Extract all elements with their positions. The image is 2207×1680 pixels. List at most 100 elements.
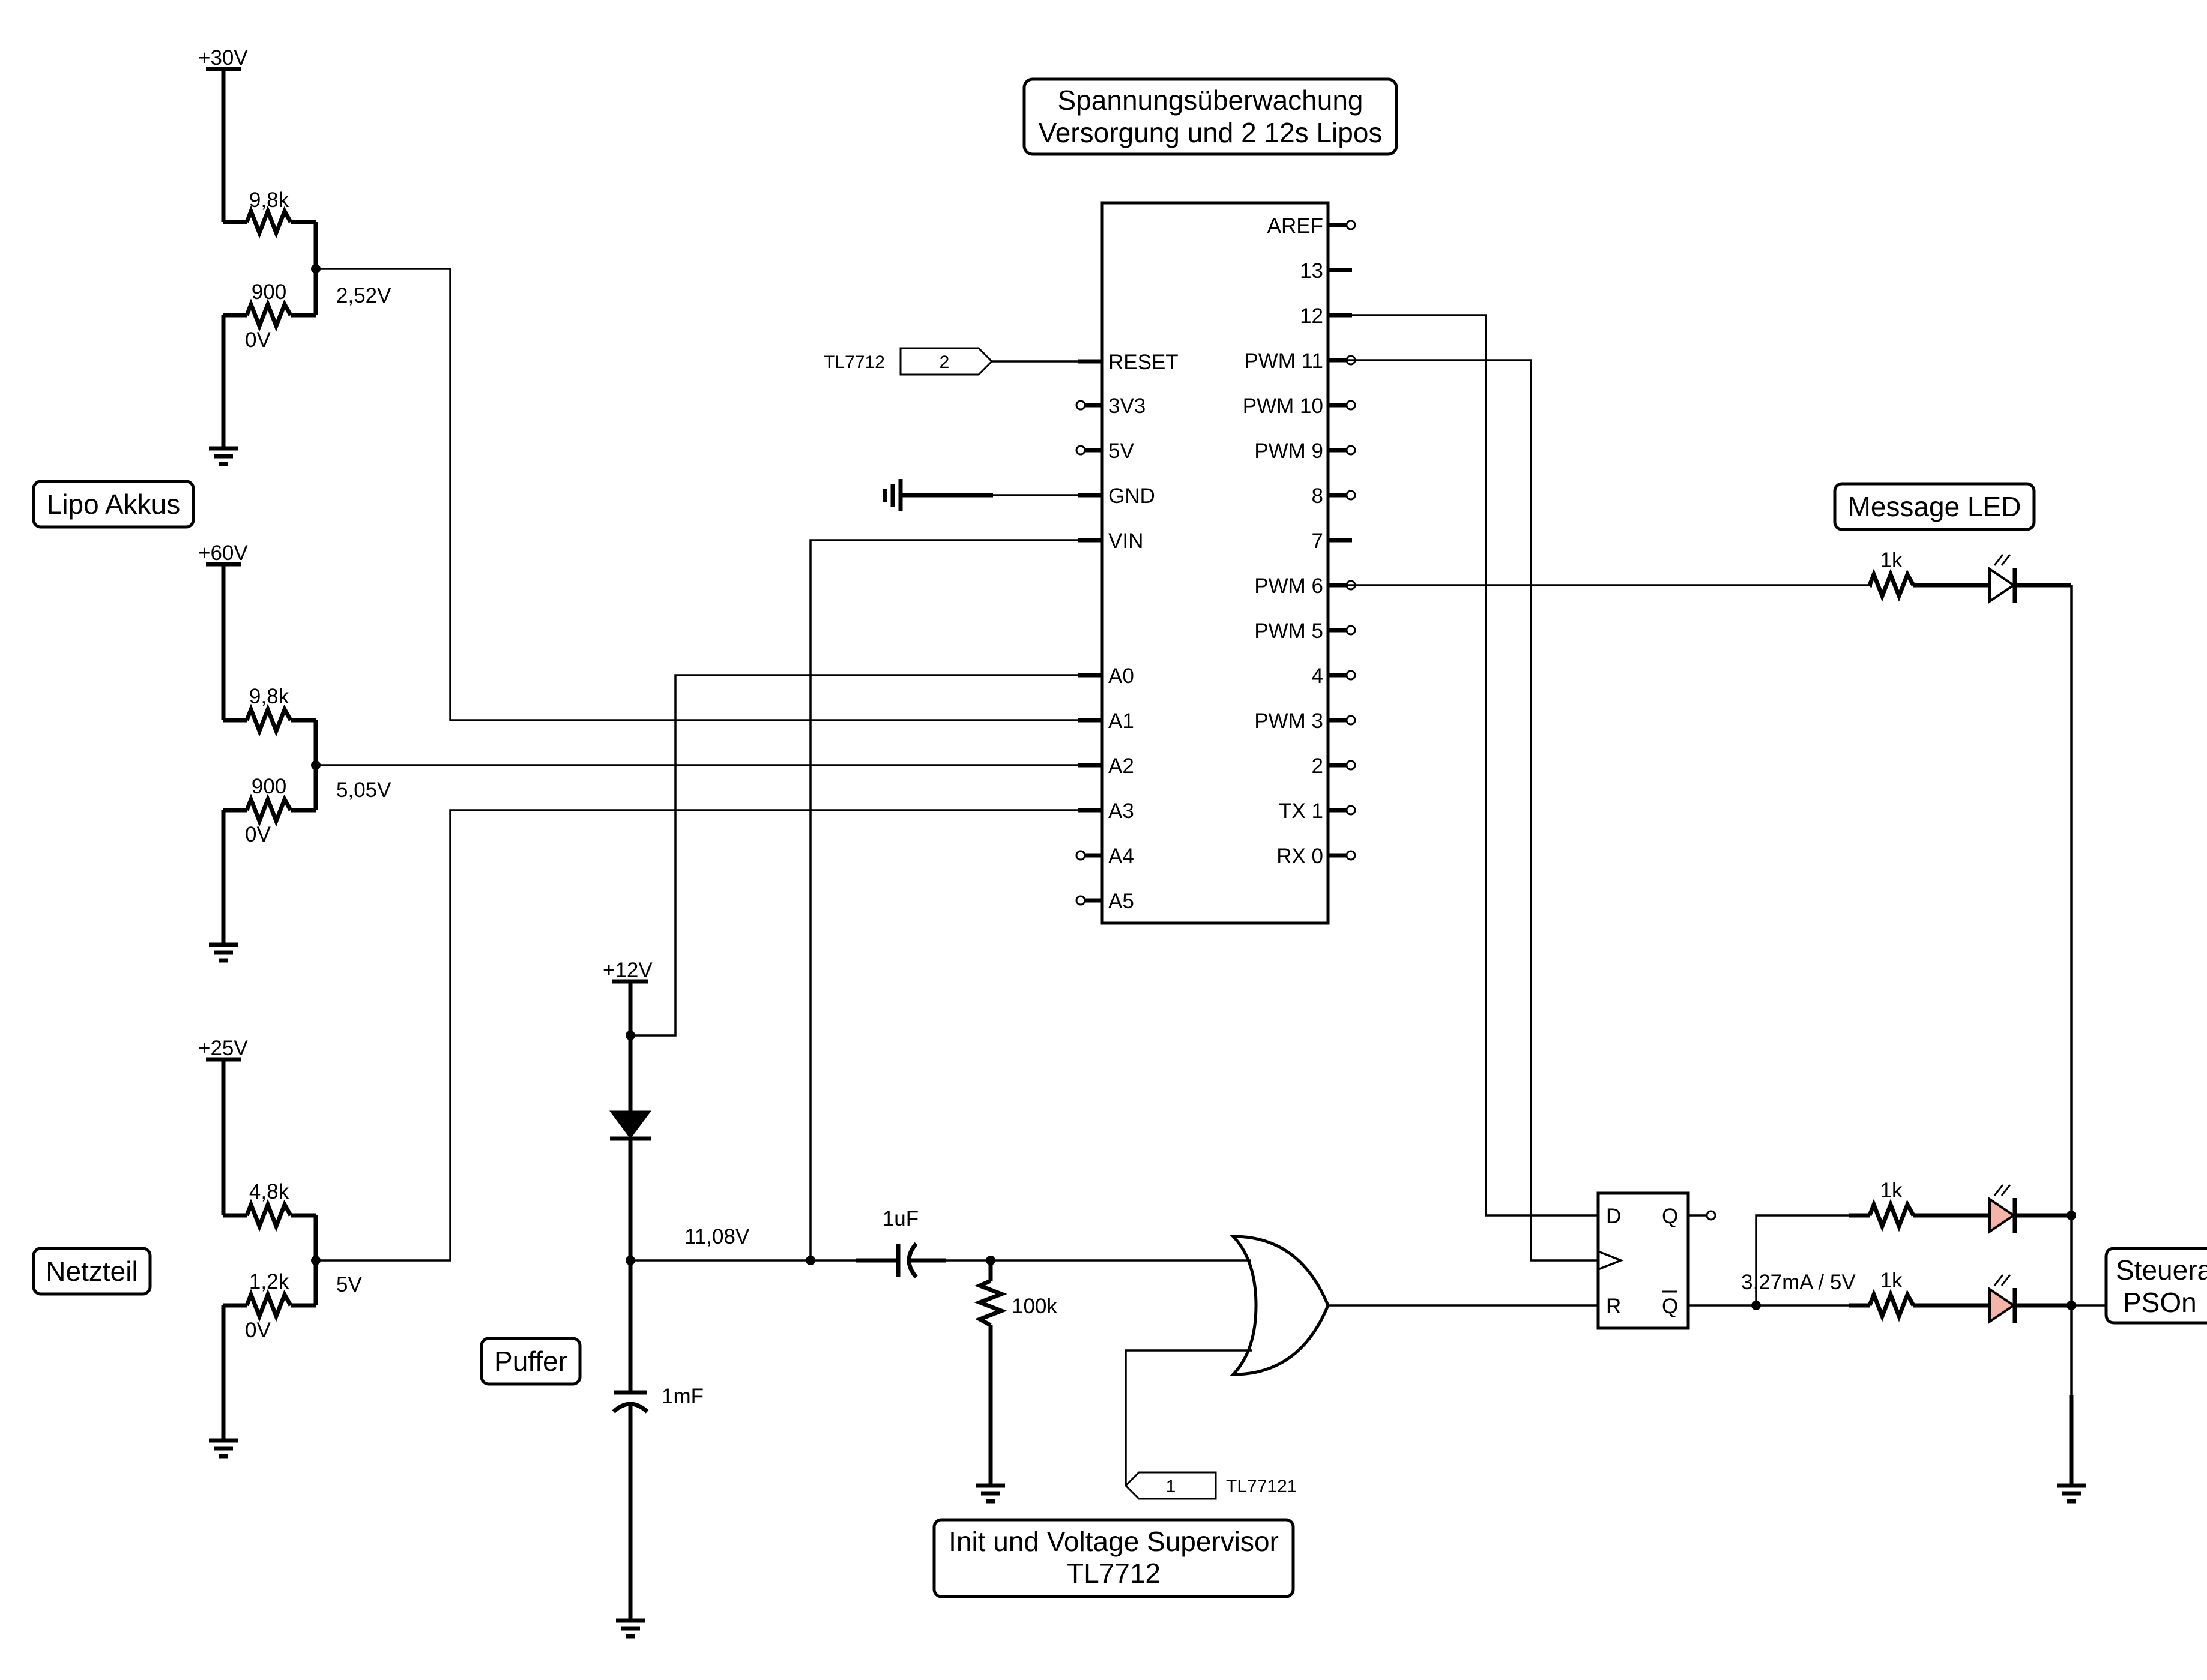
- flipflop: D Q R Q: [1596, 1191, 1756, 1330]
- resistor-bottom: [244, 793, 293, 827]
- reset-offpage-connector: 2 TL7712: [824, 347, 1102, 376]
- mcu-pin-a0: A0: [1078, 664, 1134, 688]
- svg-text:GND: GND: [1108, 484, 1155, 508]
- svg-text:PWM 9: PWM 9: [1254, 439, 1323, 463]
- svg-text:RX 0: RX 0: [1276, 845, 1323, 868]
- clock-input-icon: [1598, 1250, 1624, 1271]
- svg-text:1: 1: [1166, 1477, 1176, 1496]
- svg-text:Steuera: Steuera: [2116, 1254, 2207, 1286]
- svg-text:TL7712: TL7712: [1067, 1558, 1161, 1589]
- svg-text:A0: A0: [1108, 664, 1134, 688]
- tap-voltage: 5V: [336, 1273, 362, 1296]
- mcu-pin-8: 8: [1312, 484, 1356, 508]
- resistor-bottom: [244, 1289, 293, 1322]
- mcu-pin-rx-0: RX 0: [1276, 845, 1356, 868]
- svg-text:Q: Q: [1662, 1205, 1678, 1228]
- svg-text:A5: A5: [1108, 890, 1134, 913]
- wire-12-to-clk: [1328, 359, 1598, 1262]
- svg-text:AREF: AREF: [1267, 214, 1323, 238]
- mcu-pin-13: 13: [1300, 259, 1352, 283]
- resistor-bottom: [244, 298, 293, 332]
- svg-text:Lipo Akkus: Lipo Akkus: [47, 489, 180, 520]
- title-line-1: Spannungsüberwachung: [1058, 85, 1363, 116]
- svg-text:0V: 0V: [245, 823, 271, 846]
- svg-text:4,8k: 4,8k: [249, 1180, 289, 1203]
- tap-voltage: 5,05V: [336, 778, 391, 802]
- mcu-pin-a1: A1: [1078, 709, 1134, 733]
- qbar-label: Q: [1662, 1295, 1678, 1318]
- svg-text:Init und Voltage Supervisor: Init und Voltage Supervisor: [949, 1526, 1279, 1557]
- buffer-section: +12V 11,08V 1mF: [603, 959, 856, 1639]
- mcu-pin-aref: AREF: [1267, 214, 1356, 238]
- svg-text:TX 1: TX 1: [1279, 799, 1323, 823]
- svg-text:Message LED: Message LED: [1848, 491, 2021, 522]
- svg-text:0V: 0V: [245, 328, 271, 352]
- divider-30v: +30V 9,8k 900 0V 2,52V: [198, 46, 391, 466]
- capacitor-1mf-icon: [612, 1390, 649, 1414]
- svg-text:2: 2: [940, 352, 950, 372]
- led-current-label: 3,27mA / 5V: [1741, 1271, 1856, 1294]
- tap-voltage: 2,52V: [336, 284, 391, 307]
- title-box: Spannungsüberwachung Versorgung und 2 12…: [1022, 77, 1398, 156]
- title-line-2: Versorgung und 2 12s Lipos: [1039, 117, 1383, 148]
- svg-text:12: 12: [1300, 304, 1323, 328]
- mcu-pin-4: 4: [1312, 664, 1356, 688]
- svg-text:D: D: [1606, 1205, 1621, 1228]
- mcu-pin-pwm-3: PWM 3: [1254, 709, 1356, 733]
- wire-13-to-d: [1328, 314, 1598, 1217]
- mcu-pin-2: 2: [1312, 754, 1356, 778]
- supply-label: +60V: [198, 541, 248, 565]
- resistor-top: [244, 1199, 293, 1232]
- resistor-msg: [1867, 568, 1916, 602]
- resistor-top: [244, 703, 293, 737]
- qbar-led-icon: [1988, 1274, 2017, 1324]
- svg-text:0V: 0V: [245, 1319, 271, 1342]
- supply-label: +25V: [198, 1037, 248, 1060]
- svg-text:A3: A3: [1108, 799, 1134, 823]
- resistor-100k: [974, 1278, 1007, 1328]
- supervisor-net: 1uF 100k 1 TL77121: [856, 1207, 1598, 1504]
- svg-text:3V3: 3V3: [1108, 394, 1146, 418]
- mcu-pin-a4: A4: [1075, 845, 1134, 868]
- divider-25v: +25V 4,8k 1,2k 0V 5V: [198, 1037, 362, 1459]
- svg-text:PWM 11: PWM 11: [1244, 349, 1323, 373]
- mcu-pin-pwm-5: PWM 5: [1254, 619, 1356, 643]
- diode-icon: [609, 1110, 651, 1141]
- supply-label: +30V: [198, 46, 248, 70]
- svg-text:TL77121: TL77121: [1226, 1477, 1297, 1496]
- svg-text:A2: A2: [1108, 754, 1134, 778]
- analog-wires: [316, 268, 1102, 1262]
- ground-icon: [616, 1618, 645, 1639]
- svg-text:900: 900: [252, 280, 286, 304]
- svg-text:13: 13: [1300, 259, 1323, 283]
- svg-text:2: 2: [1312, 754, 1323, 778]
- svg-text:Netzteil: Netzteil: [46, 1256, 137, 1287]
- lipo-label: Lipo Akkus: [32, 480, 195, 529]
- mcu-pin-vin: VIN: [1078, 529, 1143, 553]
- netzteil-label: Netzteil: [32, 1247, 152, 1296]
- svg-text:RESET: RESET: [1108, 351, 1179, 374]
- ground-icon: [209, 942, 238, 963]
- ground-icon: [209, 1438, 238, 1459]
- svg-text:TL7712: TL7712: [824, 352, 885, 372]
- svg-text:Puffer: Puffer: [494, 1346, 567, 1377]
- ground-icon: [976, 1483, 1005, 1504]
- mcu-pin-a3: A3: [1078, 799, 1134, 823]
- mcu-pin-5v: 5V: [1075, 439, 1134, 463]
- steuer-label: Steuera PSOn: [2104, 1247, 2207, 1325]
- svg-text:1uF: 1uF: [883, 1207, 919, 1230]
- svg-text:A1: A1: [1108, 709, 1134, 733]
- svg-text:1k: 1k: [1880, 1269, 1903, 1292]
- or-offpage-connector: 1 TL77121: [1124, 1471, 1297, 1500]
- svg-text:PWM 3: PWM 3: [1254, 709, 1323, 733]
- q-led-icon: [1988, 1184, 2017, 1234]
- svg-text:R: R: [1606, 1295, 1621, 1318]
- mcu-pin-3v3: 3V3: [1075, 394, 1146, 418]
- svg-text:1k: 1k: [1880, 1179, 1903, 1202]
- svg-text:5V: 5V: [1108, 439, 1134, 463]
- svg-text:1mF: 1mF: [662, 1385, 704, 1408]
- supply-12v-label: +12V: [603, 959, 653, 982]
- mcu-pin-tx-1: TX 1: [1279, 799, 1356, 823]
